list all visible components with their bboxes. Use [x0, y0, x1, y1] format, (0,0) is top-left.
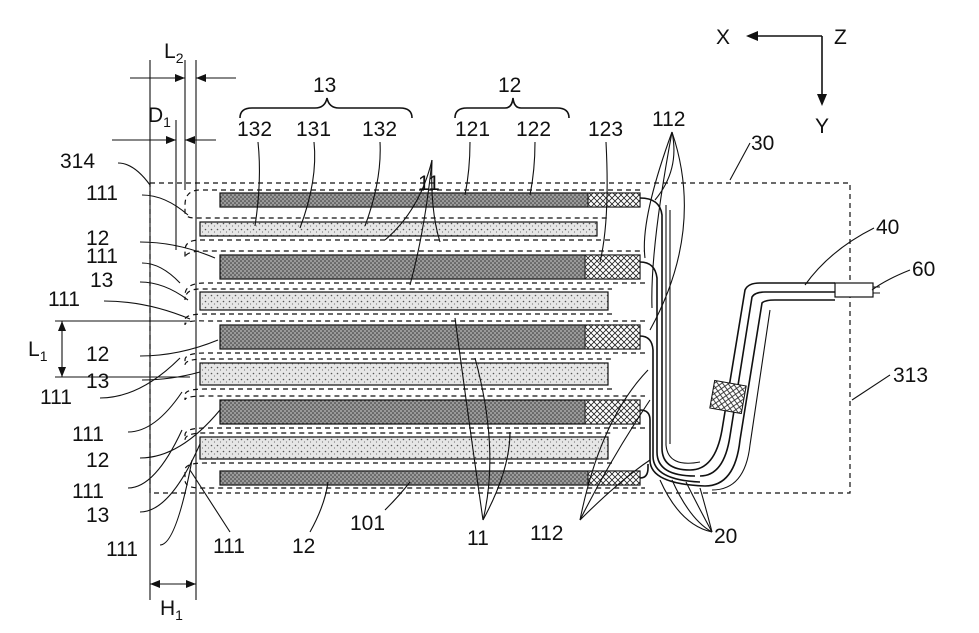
dim-D1: D1	[148, 104, 171, 130]
leader-line	[104, 301, 190, 319]
plate-12	[220, 255, 640, 279]
label-121: 121	[455, 118, 490, 141]
label-40: 40	[876, 216, 899, 239]
group-12-label: 12	[498, 74, 521, 97]
plate-13	[200, 363, 608, 385]
label-111-bottom: 111	[213, 535, 245, 558]
terminal-60	[835, 283, 873, 297]
plate-stack	[200, 193, 640, 485]
group-13-label: 13	[313, 74, 336, 97]
coordinate-axes	[746, 31, 827, 106]
plate-12	[220, 193, 640, 207]
left-label-111: 111	[72, 423, 104, 446]
plate-12	[220, 471, 640, 485]
leader-line	[128, 392, 182, 432]
label-313: 313	[893, 364, 928, 387]
leader-line	[128, 430, 182, 488]
label-101: 101	[350, 512, 385, 535]
axis-z-label: Z	[834, 26, 847, 49]
left-label-13: 13	[86, 370, 109, 393]
leader-line	[142, 372, 200, 380]
left-label-314: 314	[60, 150, 95, 173]
tab-bundle-112	[640, 198, 705, 486]
left-label-111: 111	[72, 480, 104, 503]
label-123: 123	[588, 118, 623, 141]
label-112-top: 112	[652, 108, 685, 131]
label-11-bottom: 11	[467, 527, 489, 550]
left-label-12: 12	[86, 449, 109, 472]
leader-line	[142, 263, 180, 283]
label-12-bottom: 12	[292, 535, 315, 558]
label-131: 131	[296, 118, 331, 141]
label-132-left: 132	[237, 118, 272, 141]
dimension-lines	[55, 60, 236, 600]
tab-123	[585, 325, 640, 349]
label-112-bottom: 112	[530, 522, 563, 545]
left-label-111: 111	[86, 182, 118, 205]
leader-line	[140, 340, 218, 356]
plate-13	[200, 222, 597, 236]
plate-13	[200, 437, 608, 459]
label-122: 122	[516, 118, 551, 141]
left-label-13: 13	[86, 504, 109, 527]
dim-H1: H1	[160, 597, 183, 623]
left-label-13: 13	[90, 269, 113, 292]
label-20: 20	[714, 525, 737, 548]
leader-line	[142, 195, 188, 215]
label-132-right: 132	[362, 118, 397, 141]
dim-L2: L2	[164, 40, 184, 66]
leader-line	[140, 444, 200, 512]
leader-line	[118, 163, 150, 185]
label-60: 60	[912, 258, 935, 281]
leader-line	[140, 282, 188, 300]
brace-13	[240, 98, 412, 118]
left-label-111: 111	[86, 245, 118, 268]
label-11-top: 11	[418, 172, 440, 195]
leader-line	[140, 242, 215, 258]
axis-x-label: X	[716, 26, 730, 49]
dim-L1: L1	[28, 338, 48, 364]
left-label-111: 111	[106, 538, 138, 561]
left-label-111: 111	[48, 288, 80, 311]
plate-13	[200, 292, 608, 310]
axis-y-label: Y	[815, 115, 829, 138]
weld-block	[710, 380, 746, 413]
plate-12	[220, 400, 640, 424]
lead-assembly	[690, 283, 880, 490]
label-30: 30	[751, 132, 774, 155]
tab-123	[588, 193, 640, 207]
left-label-12: 12	[86, 343, 109, 366]
plate-12	[220, 325, 640, 349]
left-label-111: 111	[40, 386, 72, 409]
tab-123	[585, 255, 640, 279]
leader-line	[160, 460, 192, 545]
brace-12	[455, 98, 569, 118]
left-callouts: 314111121111311112111131111211113111	[40, 150, 220, 561]
